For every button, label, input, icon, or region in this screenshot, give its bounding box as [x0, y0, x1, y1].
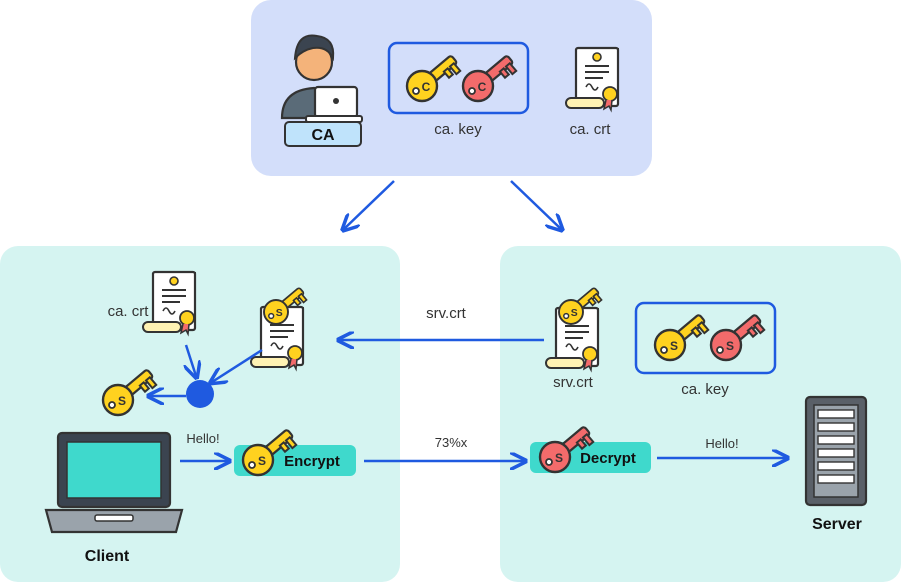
- encrypt-label: Encrypt: [284, 453, 340, 470]
- ciphertext-label: 73%x: [435, 435, 468, 450]
- svg-text:C: C: [422, 80, 431, 94]
- svg-text:S: S: [276, 308, 283, 319]
- server-key-label: ca. key: [681, 381, 729, 398]
- svg-text:S: S: [258, 454, 266, 468]
- ca-to-client-arrow: [344, 180, 395, 229]
- ca-person-icon: [280, 34, 363, 123]
- ca-private-key-icon: C: [461, 53, 520, 103]
- server-cert-key-icon: S: [558, 286, 605, 325]
- client-label: Client: [85, 548, 130, 565]
- svg-text:S: S: [555, 451, 563, 465]
- ca-label-box: [284, 121, 362, 147]
- ca-to-server-arrow: [510, 180, 561, 229]
- ca-cert-label: ca. crt: [570, 121, 612, 138]
- ca-key-box: [387, 41, 530, 115]
- server-message-label: Hello!: [705, 436, 738, 451]
- laptop-icon: [44, 431, 184, 534]
- client-ca-cert-label: ca. crt: [108, 303, 150, 320]
- srv-cert-to-verify-arrow: [212, 348, 263, 382]
- svg-text:S: S: [118, 394, 126, 408]
- ca-key-label: ca. key: [434, 121, 482, 138]
- svg-text:S: S: [571, 308, 578, 319]
- ca-cert-to-verify-arrow: [186, 344, 196, 376]
- server-rack-icon: [804, 395, 868, 507]
- ca-public-key-icon: C: [405, 53, 464, 103]
- client-message-label: Hello!: [186, 431, 219, 446]
- decrypt-key-icon: S: [538, 424, 597, 474]
- client-verified-key-icon: S: [101, 367, 160, 417]
- server-panel: [500, 246, 901, 582]
- server-public-key-icon: S: [653, 312, 712, 362]
- encrypt-key-icon: S: [241, 427, 300, 477]
- ca-label: CA: [311, 127, 335, 144]
- server-label: Server: [812, 516, 862, 533]
- server-private-key-icon: S: [709, 312, 768, 362]
- decrypt-label: Decrypt: [580, 450, 636, 467]
- client-received-srv-key-icon: S: [263, 286, 310, 325]
- svg-text:S: S: [670, 339, 678, 353]
- svg-text:S: S: [726, 339, 734, 353]
- server-cert-label: srv.crt: [553, 374, 594, 391]
- server-key-box: [634, 301, 777, 375]
- cert-transfer-label: srv.crt: [426, 305, 467, 322]
- svg-text:C: C: [478, 80, 487, 94]
- verification-node: [186, 380, 214, 408]
